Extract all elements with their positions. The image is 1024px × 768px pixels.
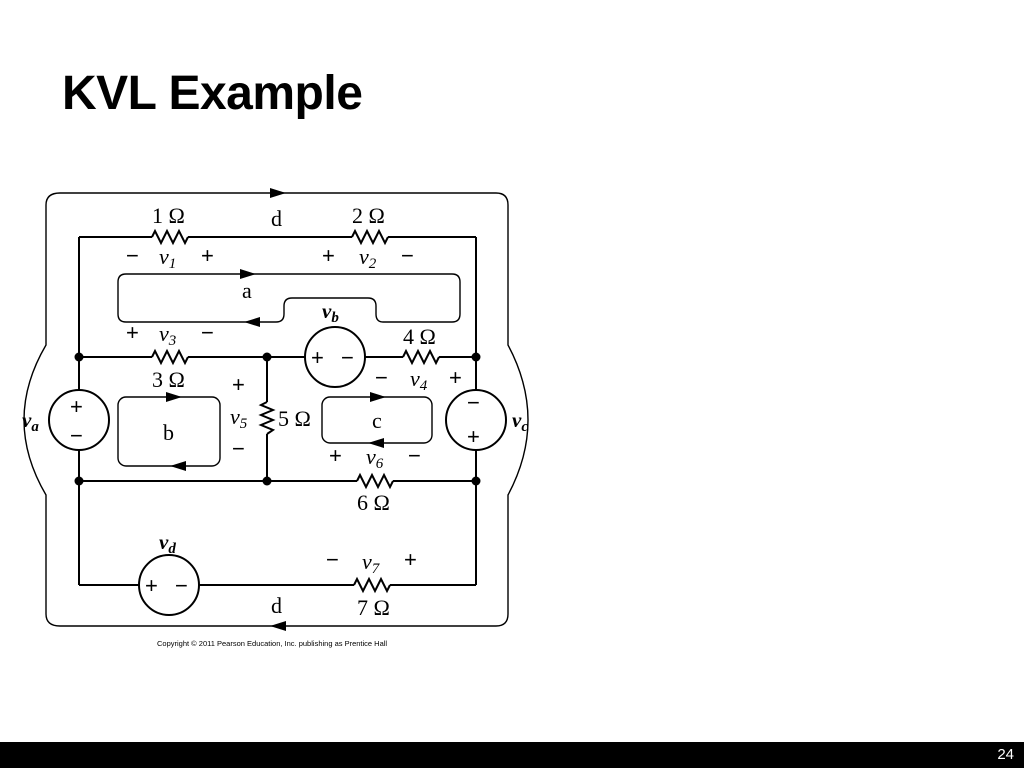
label-r5: 5 Ω <box>278 406 311 431</box>
resistor-3ohm <box>151 348 189 366</box>
copyright-text: Copyright © 2011 Pearson Education, Inc.… <box>157 639 387 648</box>
v2-plus: + <box>322 243 335 268</box>
source-vd-plus: + <box>145 573 158 598</box>
loop-d-arrow-top <box>270 188 286 198</box>
source-vb-minus: − <box>341 345 354 370</box>
node-left-mid <box>74 352 84 362</box>
resistor-1ohm <box>151 228 189 246</box>
v6-plus: + <box>329 443 342 468</box>
node-center-low <box>262 476 272 486</box>
v5-plus: + <box>232 372 245 397</box>
label-loop-a: a <box>242 278 252 303</box>
slide-title: KVL Example <box>62 67 363 120</box>
label-vd: vd <box>159 530 176 557</box>
node-right-low <box>471 476 481 486</box>
slide-number: 24 <box>997 746 1014 763</box>
resistor-6ohm <box>356 472 394 490</box>
v2-minus: − <box>401 243 414 268</box>
v4-plus: + <box>449 365 462 390</box>
source-vb-plus: + <box>311 345 324 370</box>
label-loop-d-top: d <box>271 206 282 231</box>
v4-minus: − <box>375 365 388 390</box>
resistor-4ohm <box>402 348 440 366</box>
label-r2: 2 Ω <box>352 203 385 228</box>
resistor-2ohm <box>351 228 389 246</box>
label-v5: v5 <box>230 404 248 432</box>
label-v1: v1 <box>159 244 176 272</box>
loop-a-path <box>117 273 461 323</box>
label-v3: v3 <box>159 321 176 349</box>
label-loop-b: b <box>163 420 174 445</box>
v6-minus: − <box>408 443 421 468</box>
label-va: va <box>22 408 39 435</box>
label-r6: 6 Ω <box>357 490 390 515</box>
resistor-7ohm <box>353 576 391 594</box>
label-r4: 4 Ω <box>403 324 436 349</box>
footer-bar: 24 <box>0 742 1024 768</box>
source-va <box>48 389 110 451</box>
loop-c-arrow-bottom <box>368 438 384 448</box>
v7-minus: − <box>326 547 339 572</box>
source-vd <box>138 554 200 616</box>
node-left-low <box>74 476 84 486</box>
source-vc-plus: + <box>467 424 480 449</box>
label-v7: v7 <box>362 549 381 577</box>
label-r1: 1 Ω <box>152 203 185 228</box>
label-r3: 3 Ω <box>152 367 185 392</box>
loop-d-arrow-bottom <box>270 621 286 631</box>
source-va-plus: + <box>70 394 83 419</box>
resistor-5ohm <box>258 401 276 435</box>
node-right-mid <box>471 352 481 362</box>
loop-c-arrow-top <box>370 392 386 402</box>
source-vd-minus: − <box>175 573 188 598</box>
loop-a-arrow-top <box>240 269 256 279</box>
loop-d-path <box>23 192 529 627</box>
loop-a-arrow-bottom <box>244 317 260 327</box>
loop-b-arrow-top <box>166 392 182 402</box>
source-vc <box>445 389 507 451</box>
loop-b-arrow-bottom <box>170 461 186 471</box>
node-center-mid <box>262 352 272 362</box>
v1-minus: − <box>126 243 139 268</box>
v1-plus: + <box>201 243 214 268</box>
label-v2: v2 <box>359 244 377 272</box>
v3-minus: − <box>201 320 214 345</box>
source-va-minus: − <box>70 423 83 448</box>
v5-minus: − <box>232 436 245 461</box>
label-vc: vc <box>512 408 528 435</box>
source-vc-minus: − <box>467 390 480 415</box>
v7-plus: + <box>404 547 417 572</box>
label-loop-d-bottom: d <box>271 593 282 618</box>
label-v4: v4 <box>410 366 428 394</box>
label-loop-c: c <box>372 408 382 433</box>
label-v6: v6 <box>366 444 384 472</box>
label-vb: vb <box>322 299 339 326</box>
source-vb <box>304 326 366 388</box>
v3-plus: + <box>126 320 139 345</box>
label-r7: 7 Ω <box>357 595 390 620</box>
